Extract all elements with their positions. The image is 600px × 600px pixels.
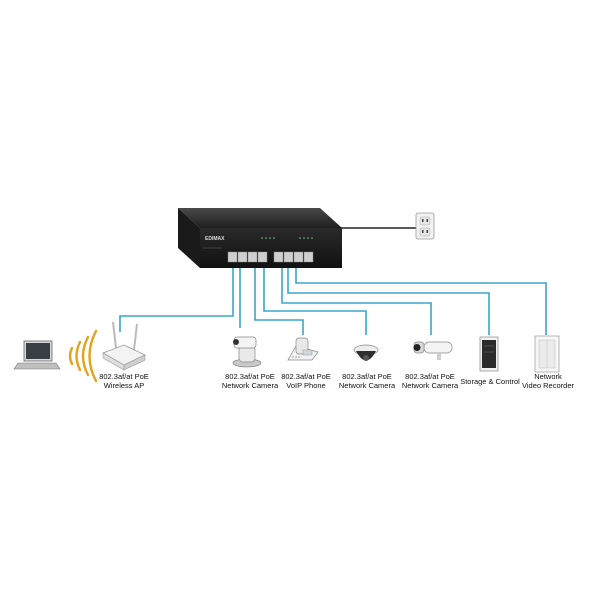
cable-camera-2 [263,266,367,335]
nvr-icon [534,335,560,373]
wifi-signal-icon [68,329,98,383]
cable-voip-phone [254,266,304,335]
switch-top [178,208,342,228]
switch-ports [227,251,314,263]
switch-leds [261,237,313,239]
label-storage: Storage & Control [460,377,520,386]
cable-wireless-ap [119,266,234,332]
label-nvr: Network Video Recorder [522,372,574,390]
cable-storage [287,266,490,335]
storage-server-icon [479,336,499,372]
wireless-router-icon [102,321,146,371]
ptz-camera-icon [232,336,262,368]
poe-switch: EDIMAX [178,208,342,268]
label-wireless-ap: 802.3af/at PoE Wireless AP [99,372,149,390]
label-voip-phone: 802.3af/at PoE VoIP Phone [281,372,331,390]
bullet-camera-icon [413,341,453,360]
cable-nvr [295,266,547,335]
voip-phone-icon [287,337,319,361]
switch-brand: EDIMAX [205,236,225,242]
label-camera-3: 802.3af/at PoE Network Camera [401,372,459,390]
cable-camera-3 [281,266,432,335]
switch-side [178,208,200,268]
label-camera-2: 802.3af/at PoE Network Camera [338,372,396,390]
dome-camera-icon [353,344,379,361]
label-camera-1: 802.3af/at PoE Network Camera [221,372,279,390]
power-outlet-icon [415,212,435,240]
laptop-icon [13,340,61,370]
poe-cables [119,266,547,335]
